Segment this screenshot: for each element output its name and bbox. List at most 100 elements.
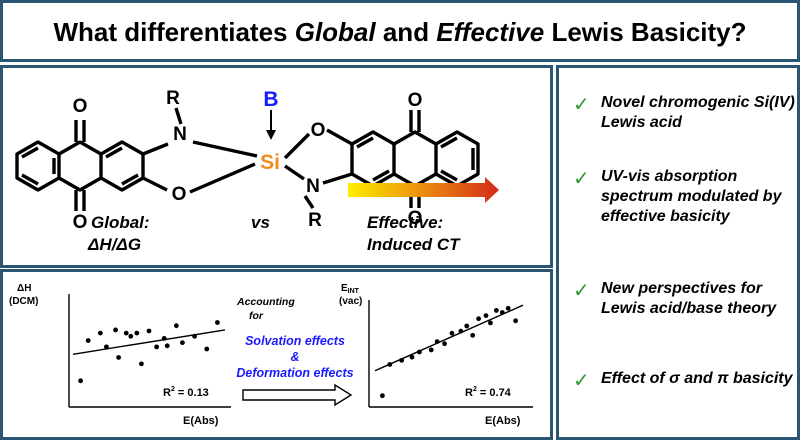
left-r2-annotation: R2 = 0.13 [163,386,209,399]
right-r2-label: R [465,387,473,399]
correlation-plots-panel: ΔH (DCM) R2 = 0.13 E(Abs) Accounting for… [0,269,553,440]
bond-lines [15,107,480,211]
right-data-point [387,362,393,367]
left-data-point [204,346,210,352]
left-data-point [139,361,144,367]
bullet-text: New perspectives for Lewis acid/base the… [601,280,777,317]
vs-label: vs [251,213,270,232]
right-data-point [458,328,464,334]
right-r2-value: = 0.74 [477,387,512,399]
left-data-point [113,327,118,333]
atom-o-top-right: O [408,90,423,111]
right-ylabel-line1: EINT [341,283,360,295]
title-part2: Lewis Basicity? [544,17,747,47]
right-ylabel-line2: (vac) [339,296,362,307]
global-label: Global: [91,213,150,232]
atom-b: B [263,88,278,111]
left-data-point [123,330,129,336]
right-data-point [449,330,455,336]
left-r2-label: R [163,387,171,399]
effective-sub: Induced CT [367,235,461,254]
atom-o-top-left: O [73,96,88,117]
right-data-point [470,332,476,338]
ampersand-label: & [290,350,299,364]
title-effective: Effective [436,17,545,47]
left-data-point [134,330,140,336]
title-banner: What differentiates Global and Effective… [0,0,800,62]
atom-n-bottom: N [306,176,320,197]
right-data-point [442,341,447,347]
right-r2-sup: 2 [473,386,477,393]
left-data-point [192,333,198,339]
left-data-point [97,330,103,336]
atom-n-top: N [173,124,187,145]
right-data-point [513,318,518,324]
page-title: What differentiates Global and Effective… [3,17,797,48]
check-icon: ✓ [573,278,590,302]
left-data-point [173,323,179,329]
bullet-text: Effect of σ and π basicity [601,370,793,387]
left-data-point [85,338,91,343]
bullet-text: UV-vis absorption spectrum modulated by … [601,168,782,225]
right-data-point [434,339,440,344]
left-xlabel: E(Abs) [183,415,219,427]
left-ylabel-line1: ΔH [17,283,31,294]
right-data-point [493,308,499,313]
right-scatter-points [380,305,518,399]
atom-si: Si [260,151,280,174]
right-xlabel: E(Abs) [485,415,521,427]
right-data-point [499,310,505,315]
check-icon: ✓ [573,166,590,190]
atom-o-bottom-left: O [73,212,88,233]
charge-transfer-arrow [348,177,499,203]
left-data-point [180,340,185,346]
atom-o-bottom-right: O [408,208,423,229]
right-trendline [374,304,524,372]
right-data-point [464,323,470,329]
right-ylabel-main: E [341,283,348,294]
global-sub: ΔH/ΔG [87,235,141,254]
effective-label: Effective: [367,213,443,232]
right-data-point [399,357,405,363]
right-r2-annotation: R2 = 0.74 [465,386,512,399]
solvation-label: Solvation effects [245,334,345,348]
key-points-panel: ✓ Novel chromogenic Si(IV) Lewis acid ✓ … [556,65,800,440]
right-data-point [505,305,511,311]
check-icon: ✓ [573,92,590,116]
title-and: and [375,17,437,47]
left-r2-value: = 0.13 [175,387,209,399]
title-part1: What differentiates [53,17,295,47]
left-scatter-points [78,320,220,384]
check-icon: ✓ [573,368,590,392]
bullet-text: Novel chromogenic Si(IV) Lewis acid [601,94,795,131]
left-data-point [104,344,109,350]
right-data-point [409,354,415,360]
right-data-point [488,320,493,326]
accounting-label: Accounting [236,296,295,308]
left-r2-sup: 2 [171,386,175,393]
left-ylabel-line2: (DCM) [9,296,38,307]
right-ylabel-sub: INT [348,288,360,295]
left-trendline [72,329,226,355]
left-data-point [154,344,160,350]
molecule-structure: O O R N O Si B O N R O O Global: ΔH/ΔG v… [15,88,499,254]
transform-arrow [242,383,353,407]
right-trendline-group [374,304,524,372]
molecule-panel: O O R N O Si B O N R O O Global: ΔH/ΔG v… [0,65,553,268]
left-data-point [146,328,152,334]
right-data-point [380,393,385,399]
left-data-point [128,333,134,339]
left-data-point [116,355,121,360]
right-data-point [483,313,489,318]
correlation-plots: ΔH (DCM) R2 = 0.13 E(Abs) Accounting for… [9,283,533,427]
right-data-point [428,347,434,353]
right-data-point [417,349,422,355]
left-data-point [215,320,220,325]
atom-r-top: R [166,88,180,109]
dative-arrowhead [266,130,276,140]
atom-o-link-right: O [311,120,326,141]
title-global: Global [294,17,376,47]
deformation-label: Deformation effects [236,366,353,380]
right-data-point [476,316,481,322]
left-trendline-group [72,329,226,355]
